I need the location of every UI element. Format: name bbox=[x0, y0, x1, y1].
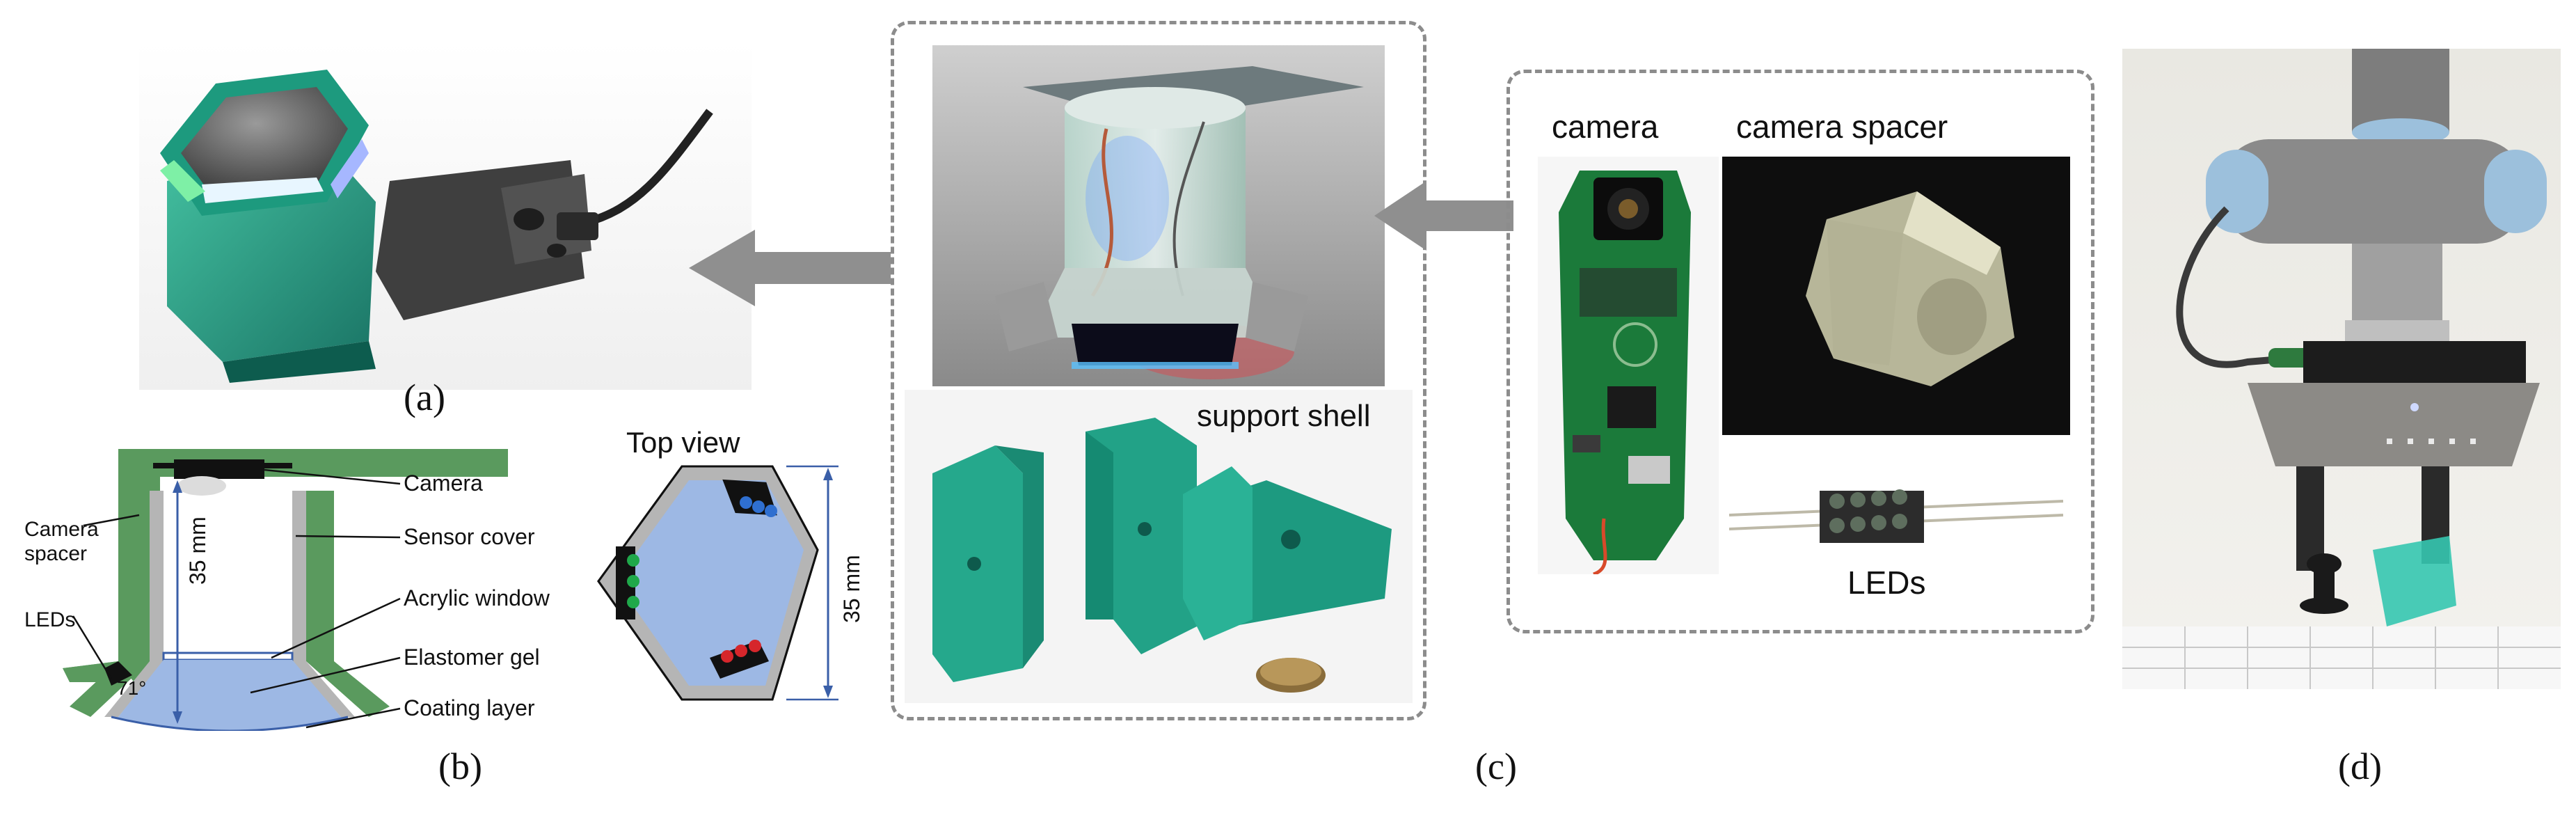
label-support-shell: support shell bbox=[1197, 399, 1370, 433]
label-camera: Camera bbox=[404, 471, 483, 496]
photo-support-shell-parts: support shell bbox=[905, 390, 1413, 703]
photo-camera-spacer bbox=[1722, 157, 2070, 435]
photo-sensor-assembled bbox=[139, 42, 752, 390]
dashed-box-components bbox=[1506, 70, 2094, 633]
cross-section-diagram: Camera Sensor cover Acrylic window Elast… bbox=[24, 449, 550, 731]
panel-c-label: (c) bbox=[1475, 745, 1517, 787]
top-view-diagram: Top view 35 mm bbox=[597, 426, 864, 701]
label-angle: 71° bbox=[117, 677, 146, 699]
photo-robot-gripper bbox=[2122, 49, 2561, 689]
photo-camera-pcb bbox=[1538, 157, 1719, 574]
label-camera-spacer-1: Camera bbox=[24, 518, 99, 541]
label-camera-c: camera bbox=[1552, 109, 1659, 145]
label-camera-spacer-2: spacer bbox=[24, 542, 87, 565]
label-camera-spacer: camera spacer bbox=[1736, 109, 1948, 145]
arrow-left-icon bbox=[1374, 181, 1513, 251]
panel-b-label: (b) bbox=[438, 745, 482, 787]
dashed-box-support-shell bbox=[891, 21, 1426, 720]
photo-support-shell-assembled bbox=[932, 45, 1385, 386]
label-acrylic-window: Acrylic window bbox=[404, 585, 550, 610]
label-height: 35 mm bbox=[185, 516, 210, 585]
panel-a-label: (a) bbox=[404, 377, 445, 418]
label-leds: LEDs bbox=[24, 608, 75, 631]
panel-d-label: (d) bbox=[2338, 745, 2382, 787]
photo-leds bbox=[1722, 459, 2070, 564]
label-leds-c: LEDs bbox=[1847, 565, 1926, 601]
label-sensor-cover: Sensor cover bbox=[404, 524, 535, 549]
top-view-width: 35 mm bbox=[839, 555, 864, 623]
arrow-left-icon bbox=[689, 230, 891, 306]
label-elastomer-gel: Elastomer gel bbox=[404, 645, 540, 670]
label-coating-layer: Coating layer bbox=[404, 695, 535, 720]
top-view-title: Top view bbox=[626, 426, 740, 459]
